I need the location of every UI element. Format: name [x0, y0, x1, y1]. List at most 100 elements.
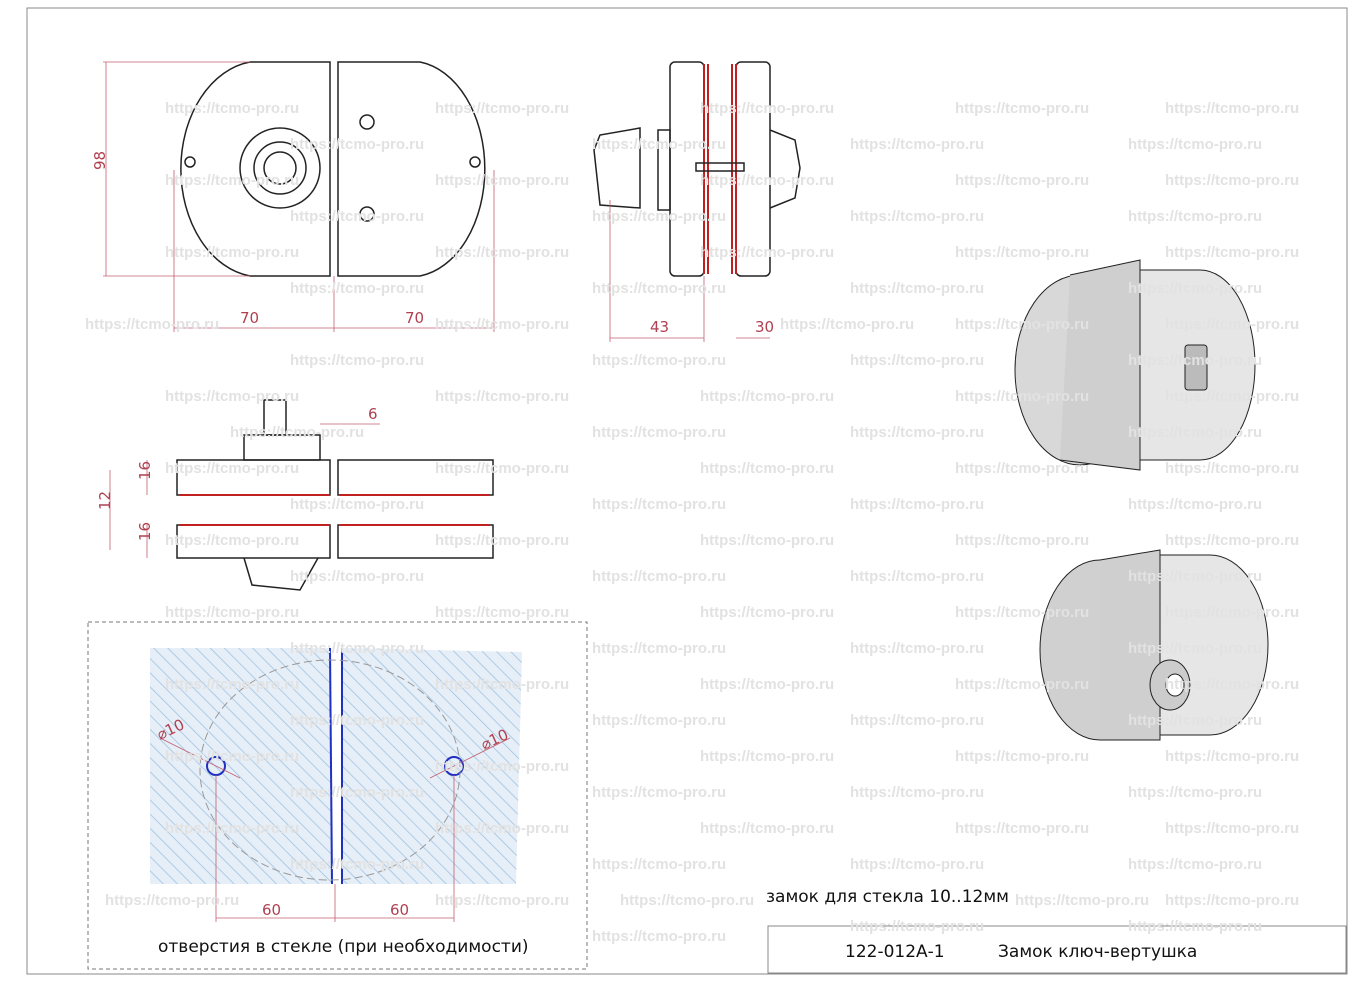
- watermark-text: https://tcmo-pro.ru: [290, 352, 424, 369]
- watermark-text: https://tcmo-pro.ru: [700, 532, 834, 549]
- watermark-text: https://tcmo-pro.ru: [700, 460, 834, 477]
- watermark-text: https://tcmo-pro.ru: [1015, 892, 1149, 909]
- watermark-text: https://tcmo-pro.ru: [592, 568, 726, 585]
- gap-dimension: 6: [368, 405, 378, 423]
- watermark-text: https://tcmo-pro.ru: [1165, 244, 1299, 261]
- watermark-text: https://tcmo-pro.ru: [290, 208, 424, 225]
- watermark-text: https://tcmo-pro.ru: [435, 316, 569, 333]
- watermark-text: https://tcmo-pro.ru: [850, 208, 984, 225]
- watermark-text: https://tcmo-pro.ru: [1128, 568, 1262, 585]
- watermark-text: https://tcmo-pro.ru: [435, 244, 569, 261]
- side-right-dimension: 30: [755, 318, 774, 336]
- right-spacing-dimension: 60: [390, 901, 409, 919]
- watermark-text: https://tcmo-pro.ru: [1128, 856, 1262, 873]
- watermark-text: https://tcmo-pro.ru: [592, 928, 726, 945]
- watermark-text: https://tcmo-pro.ru: [850, 424, 984, 441]
- watermark-text: https://tcmo-pro.ru: [165, 532, 299, 549]
- watermark-text: https://tcmo-pro.ru: [850, 496, 984, 513]
- watermark-text: https://tcmo-pro.ru: [165, 100, 299, 117]
- watermark-text: https://tcmo-pro.ru: [290, 784, 424, 801]
- lower-thickness-dimension: 16: [136, 522, 154, 541]
- watermark-text: https://tcmo-pro.ru: [955, 748, 1089, 765]
- watermark-text: https://tcmo-pro.ru: [850, 136, 984, 153]
- watermark-text: https://tcmo-pro.ru: [1165, 532, 1299, 549]
- watermark-text: https://tcmo-pro.ru: [1128, 136, 1262, 153]
- watermark-text: https://tcmo-pro.ru: [435, 676, 569, 693]
- side-left-dimension: 43: [650, 318, 669, 336]
- watermark-text: https://tcmo-pro.ru: [955, 100, 1089, 117]
- watermark-text: https://tcmo-pro.ru: [955, 316, 1089, 333]
- watermark-text: https://tcmo-pro.ru: [1128, 280, 1262, 297]
- watermark-text: https://tcmo-pro.ru: [592, 352, 726, 369]
- watermark-text: https://tcmo-pro.ru: [955, 604, 1089, 621]
- watermark-text: https://tcmo-pro.ru: [435, 388, 569, 405]
- watermark-text: https://tcmo-pro.ru: [955, 460, 1089, 477]
- watermark-text: https://tcmo-pro.ru: [592, 280, 726, 297]
- left-glass-panel: [150, 648, 332, 884]
- right-glass-panel: [342, 648, 522, 884]
- right-width-dimension: 70: [405, 309, 424, 327]
- watermark-text: https://tcmo-pro.ru: [435, 172, 569, 189]
- watermark-text: https://tcmo-pro.ru: [1165, 100, 1299, 117]
- sheet-border: [26, 7, 1348, 975]
- watermark-text: https://tcmo-pro.ru: [592, 856, 726, 873]
- watermark-text: https://tcmo-pro.ru: [700, 388, 834, 405]
- watermark-text: https://tcmo-pro.ru: [700, 748, 834, 765]
- watermark-text: https://tcmo-pro.ru: [955, 244, 1089, 261]
- watermark-text: https://tcmo-pro.ru: [1128, 352, 1262, 369]
- watermark-text: https://tcmo-pro.ru: [1165, 892, 1299, 909]
- watermark-text: https://tcmo-pro.ru: [850, 352, 984, 369]
- watermark-text: https://tcmo-pro.ru: [700, 676, 834, 693]
- watermark-text: https://tcmo-pro.ru: [435, 820, 569, 837]
- watermark-text: https://tcmo-pro.ru: [850, 784, 984, 801]
- isometric-view-top: [1014, 259, 1256, 471]
- watermark-text: https://tcmo-pro.ru: [435, 100, 569, 117]
- watermark-text: https://tcmo-pro.ru: [592, 136, 726, 153]
- watermark-text: https://tcmo-pro.ru: [1165, 316, 1299, 333]
- watermark-text: https://tcmo-pro.ru: [850, 568, 984, 585]
- watermark-text: https://tcmo-pro.ru: [165, 676, 299, 693]
- watermark-text: https://tcmo-pro.ru: [165, 388, 299, 405]
- watermark-text: https://tcmo-pro.ru: [700, 820, 834, 837]
- watermark-text: https://tcmo-pro.ru: [85, 316, 219, 333]
- watermark-text: https://tcmo-pro.ru: [165, 460, 299, 477]
- watermark-text: https://tcmo-pro.ru: [435, 532, 569, 549]
- watermark-text: https://tcmo-pro.ru: [435, 604, 569, 621]
- watermark-text: https://tcmo-pro.ru: [290, 640, 424, 657]
- watermark-text: https://tcmo-pro.ru: [955, 172, 1089, 189]
- watermark-text: https://tcmo-pro.ru: [1165, 820, 1299, 837]
- side-view: 43 30: [593, 61, 801, 342]
- watermark-text: https://tcmo-pro.ru: [290, 280, 424, 297]
- watermark-text: https://tcmo-pro.ru: [955, 676, 1089, 693]
- watermark-text: https://tcmo-pro.ru: [592, 640, 726, 657]
- watermark-text: https://tcmo-pro.ru: [165, 748, 299, 765]
- watermark-text: https://tcmo-pro.ru: [850, 640, 984, 657]
- watermark-text: https://tcmo-pro.ru: [290, 712, 424, 729]
- watermark-text: https://tcmo-pro.ru: [780, 316, 914, 333]
- title-block: [767, 925, 1347, 974]
- watermark-text: https://tcmo-pro.ru: [165, 604, 299, 621]
- watermark-text: https://tcmo-pro.ru: [850, 280, 984, 297]
- watermark-text: https://tcmo-pro.ru: [1165, 748, 1299, 765]
- isometric-view-bottom: [1039, 549, 1269, 741]
- watermark-text: https://tcmo-pro.ru: [592, 424, 726, 441]
- left-width-dimension: 70: [240, 309, 259, 327]
- watermark-text: https://tcmo-pro.ru: [1128, 784, 1262, 801]
- watermark-text: https://tcmo-pro.ru: [592, 208, 726, 225]
- watermark-text: https://tcmo-pro.ru: [592, 712, 726, 729]
- watermark-text: https://tcmo-pro.ru: [290, 568, 424, 585]
- left-spacing-dimension: 60: [262, 901, 281, 919]
- watermark-text: https://tcmo-pro.ru: [1128, 424, 1262, 441]
- watermark-text: https://tcmo-pro.ru: [850, 856, 984, 873]
- drawing-code: 122-012А-1: [845, 942, 945, 962]
- upper-thickness-dimension: 16: [136, 461, 154, 480]
- watermark-text: https://tcmo-pro.ru: [1165, 388, 1299, 405]
- watermark-text: https://tcmo-pro.ru: [1128, 712, 1262, 729]
- watermark-text: https://tcmo-pro.ru: [165, 820, 299, 837]
- watermark-text: https://tcmo-pro.ru: [1128, 208, 1262, 225]
- watermark-text: https://tcmo-pro.ru: [290, 496, 424, 513]
- watermark-text: https://tcmo-pro.ru: [230, 424, 364, 441]
- watermark-text: https://tcmo-pro.ru: [165, 244, 299, 261]
- watermark-text: https://tcmo-pro.ru: [1128, 640, 1262, 657]
